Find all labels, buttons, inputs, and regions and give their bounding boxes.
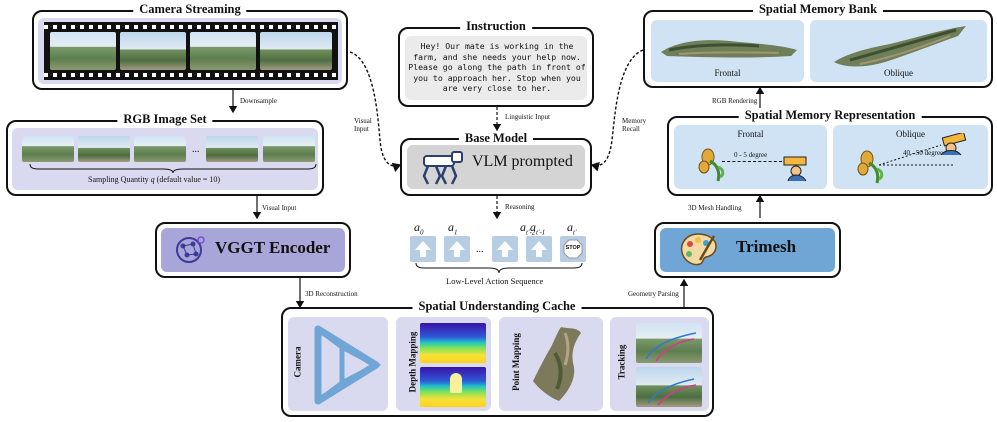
cache-camera-card: Camera: [288, 317, 388, 411]
label-memory-recall: Memory Recall: [622, 117, 647, 133]
rgb-image-set-panel: ... Sampling Quantity q (default value =…: [6, 120, 324, 196]
action-label: at'-2: [520, 220, 536, 237]
camera-streaming-panel: [32, 10, 348, 90]
action-up-icon: [410, 236, 436, 262]
rgb-dots: ...: [192, 144, 200, 155]
action-up-icon: [526, 236, 552, 262]
action-up-icon: [492, 236, 518, 262]
depth-map: [420, 367, 486, 407]
label-mesh-handling: 3D Mesh Handling: [688, 204, 742, 212]
camera-frustum-icon: [314, 325, 382, 405]
base-model-title: Base Model: [458, 131, 534, 145]
cache-tracking-label: Tracking: [616, 344, 627, 380]
cache-point-card: Point Mapping: [499, 317, 603, 411]
spatial-understanding-cache-panel: Camera Depth Mapping Point Mapping Track…: [281, 307, 714, 417]
action-sequence: a0 a1 at'-2: [406, 220, 586, 280]
robot-dog-icon: [422, 151, 463, 185]
edge-visual-input-curve: [349, 51, 402, 173]
brace: [29, 163, 317, 174]
rep-oblique-label: Oblique: [896, 129, 925, 139]
action-label: a0: [414, 220, 424, 237]
base-model-panel: VLM prompted: [400, 138, 592, 196]
label-geometry-parsing: Geometry Parsing: [628, 290, 679, 298]
spatial-memory-bank-title: Spatial Memory Bank: [752, 2, 884, 16]
depth-map: [420, 323, 486, 363]
action-up-icon: [444, 236, 470, 262]
rgb-image: [22, 136, 74, 162]
cache-depth-card: Depth Mapping: [396, 317, 491, 411]
spatial-memory-representation-title: Spatial Memory Representation: [738, 108, 922, 122]
frontal-label: Frontal: [714, 68, 741, 78]
sampling-quantity: Sampling Quantity q (default value = 10): [88, 175, 221, 184]
oblique-label: Oblique: [884, 68, 913, 78]
trimesh-label: Trimesh: [736, 237, 797, 256]
spatial-understanding-cache-title: Spatial Understanding Cache: [412, 299, 582, 313]
rgb-image: [78, 136, 130, 162]
action-label: at': [567, 220, 577, 237]
low-level-actions-label: Low-Level Action Sequence: [446, 276, 544, 286]
label-reconstruction: 3D Reconstruction: [305, 290, 358, 298]
network-brain-icon: [176, 236, 205, 263]
palette-icon: [680, 233, 717, 266]
film-strip: [44, 22, 338, 80]
stop-sign-icon: STOP: [560, 236, 586, 262]
action-brace: [415, 262, 583, 274]
camera-streaming-title: Camera Streaming: [133, 2, 247, 16]
stream-frame: [120, 32, 186, 70]
vggt-encoder-label: VGGT Encoder: [215, 238, 331, 257]
instruction-text: Hey! Our mate is working in the farm, an…: [408, 41, 586, 93]
instruction-title: Instruction: [460, 19, 532, 33]
plant-icon: [857, 150, 884, 184]
cache-point-label: Point Mapping: [510, 333, 521, 391]
rgb-image: [263, 136, 315, 162]
frontal-angle: 0 - 5 degree: [734, 151, 768, 159]
vlm-prompted-label: VLM prompted: [472, 153, 573, 170]
label-linguistic-input: Linguistic Input: [505, 113, 550, 121]
rgb-image-set-title: RGB Image Set: [117, 112, 213, 126]
label-downsample: Downsample: [240, 97, 277, 105]
tracking-frame: [636, 323, 702, 363]
memory-mesh-frontal: [661, 40, 797, 58]
spatial-memory-representation-panel: Frontal 0 - 5 degree Oblique 40 - 50 deg…: [667, 116, 993, 196]
label-visual-input: Visual Input: [262, 204, 297, 212]
action-label: a1: [448, 220, 458, 237]
stream-frame: [260, 32, 332, 70]
cache-camera-label: Camera: [292, 346, 303, 378]
point-cloud: [533, 327, 581, 401]
action-ellipsis: ...: [476, 244, 484, 255]
person-icon: [783, 156, 807, 182]
person-icon: [940, 133, 967, 156]
rgb-image: [206, 136, 258, 162]
label-reasoning: Reasoning: [505, 203, 535, 211]
plant-icon: [698, 148, 725, 182]
edge-memory-recall-curve: [590, 49, 644, 172]
oblique-angle: 40 - 50 degree: [903, 149, 944, 157]
stream-frame: [50, 32, 116, 70]
cache-depth-label: Depth Mapping: [407, 331, 418, 393]
tracking-frame: [636, 367, 702, 407]
label-rgb-rendering: RGB Rendering: [712, 97, 758, 105]
spatial-memory-bank-panel: Frontal Oblique: [643, 10, 993, 88]
rgb-image: [134, 136, 186, 162]
cache-tracking-card: Tracking: [610, 317, 709, 411]
label-visual-input-top: Visual Input: [354, 117, 372, 133]
vggt-encoder-panel: VGGT Encoder: [155, 222, 351, 278]
memory-mesh-oblique: [834, 26, 966, 67]
stream-frame: [190, 32, 256, 70]
action-label: at'-1: [530, 220, 546, 237]
trimesh-panel: Trimesh: [654, 222, 841, 278]
rep-frontal-label: Frontal: [737, 129, 764, 139]
instruction-panel: Hey! Our mate is working in the farm, an…: [398, 27, 594, 107]
